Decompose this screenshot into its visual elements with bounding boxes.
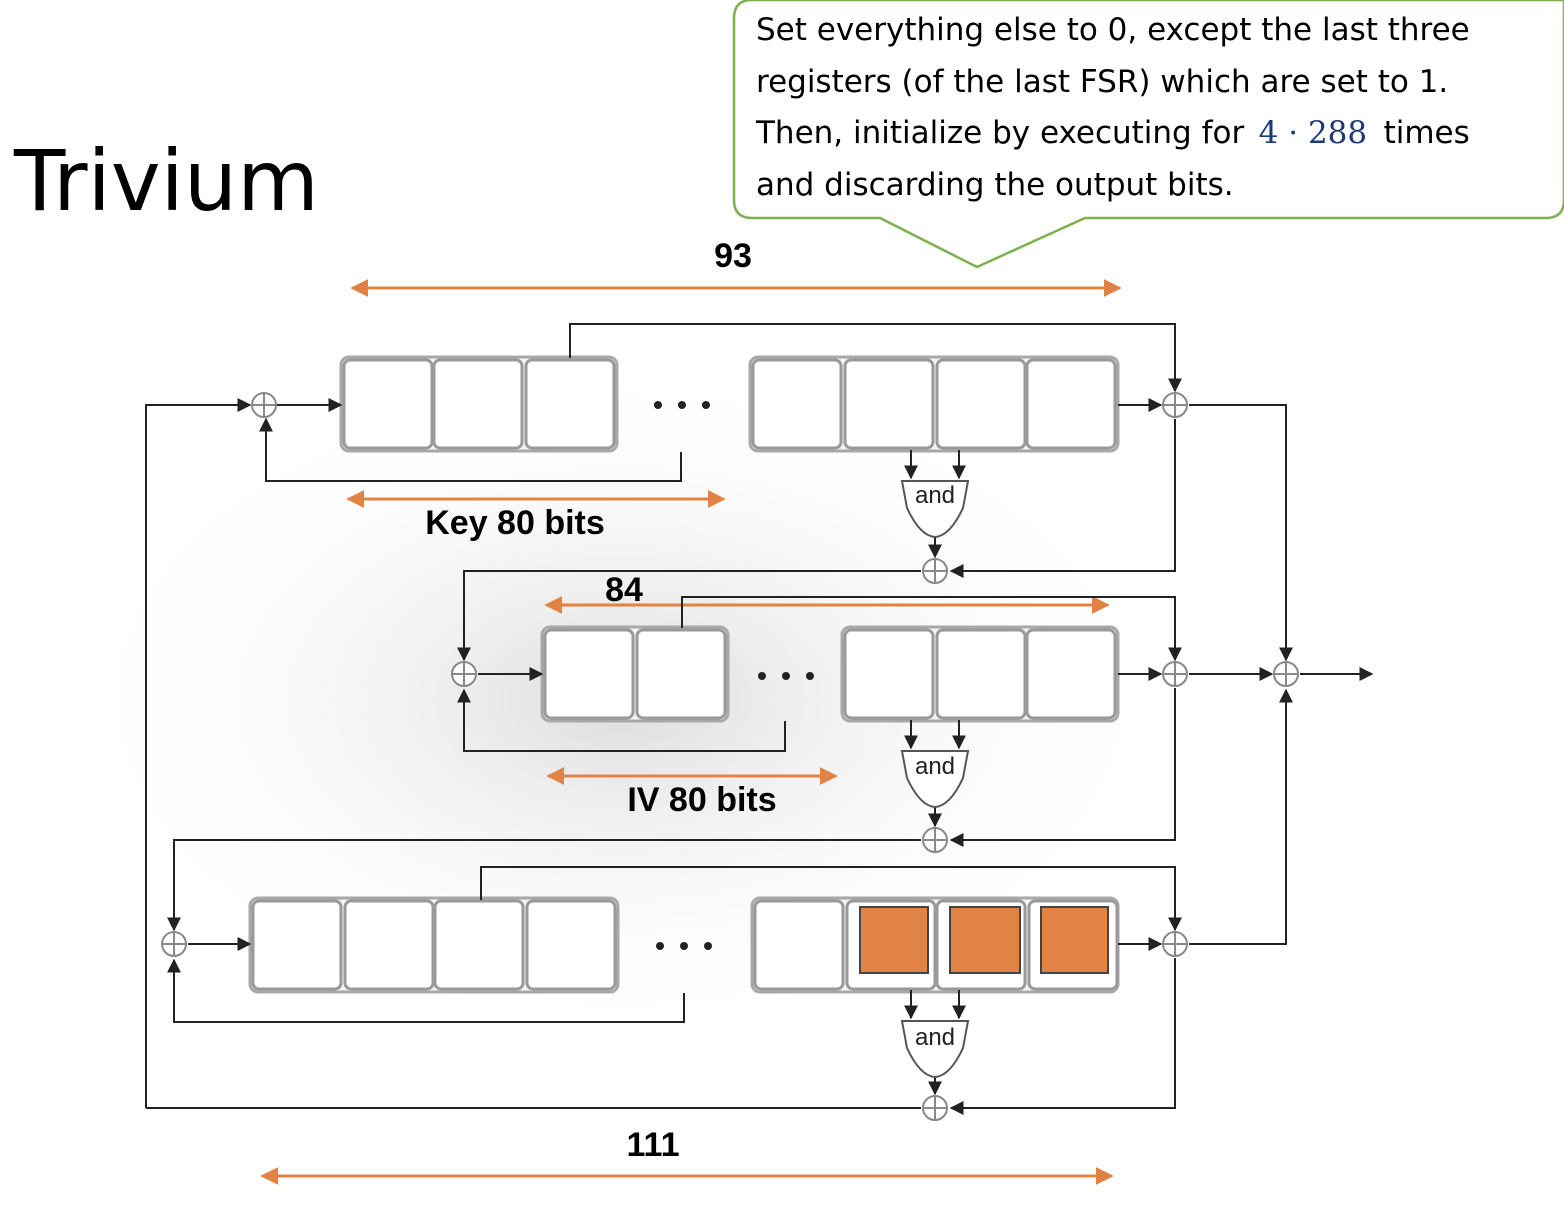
reg3-cell-3 (433, 899, 525, 991)
and-gate-2-label: and (915, 753, 955, 780)
xor-final-output (1273, 661, 1299, 687)
register-2 (540, 625, 1120, 723)
reg3-length-label: 111 (627, 1126, 680, 1164)
reg3-cell-4 (525, 899, 617, 991)
xor-reg1-input (251, 392, 277, 418)
register-1 (339, 355, 1120, 453)
callout-line-4: and discarding the output bits. (756, 167, 1234, 203)
callout-line-1: Set everything else to 0, except the las… (756, 12, 1470, 48)
and-gate-1-label: and (915, 482, 955, 509)
reg3-set-bit-1 (859, 906, 929, 974)
and-gate-2: and (900, 750, 970, 809)
reg1-length-label: 93 (714, 237, 752, 275)
register-3-wiring (146, 688, 1293, 1115)
reg1-cell-4 (751, 358, 843, 450)
reg2-cell-4 (935, 628, 1027, 720)
key-span-label: Key 80 bits (425, 504, 605, 542)
and-gate-3-label: and (915, 1024, 955, 1051)
xor-reg1-feedback (922, 558, 948, 584)
callout-line-3-prefix: Then, initialize by executing for (755, 115, 1244, 151)
callout-bubble (732, 0, 1564, 269)
register-3 (248, 896, 1120, 994)
xor-reg1-output (1162, 392, 1188, 418)
xor-reg2-feedback (922, 827, 948, 853)
reg3-ellipsis (656, 942, 712, 950)
callout-line-3: Then, initialize by executing for 4 · 28… (755, 115, 1470, 151)
reg2-cell-2 (635, 628, 727, 720)
callout-line-3-suffix: times (1384, 115, 1470, 151)
reg1-cell-6 (935, 358, 1027, 450)
reg2-cell-3 (843, 628, 935, 720)
reg1-cell-2 (432, 358, 524, 450)
reg1-cell-1 (342, 358, 434, 450)
reg3-cell-5 (753, 899, 845, 991)
register-2-wiring (167, 596, 1374, 932)
and-gate-3: and (900, 1020, 970, 1079)
register-1-wiring (145, 323, 1293, 1108)
callout-line-2: registers (of the last FSR) which are se… (756, 64, 1448, 100)
reg1-cell-3 (524, 358, 616, 450)
and-gate-1: and (900, 480, 970, 539)
reg1-cell-5 (843, 358, 935, 450)
xor-reg2-input (451, 661, 477, 687)
reg2-cell-1 (543, 628, 635, 720)
xor-reg3-output (1162, 931, 1188, 957)
reg2-length-label: 84 (605, 571, 643, 609)
reg1-ellipsis (654, 401, 710, 409)
xor-reg2-output (1162, 661, 1188, 687)
reg3-cell-1 (251, 899, 343, 991)
iv-span-label: IV 80 bits (627, 781, 776, 819)
page-title: Trivium (13, 132, 319, 230)
reg3-cell-2 (343, 899, 435, 991)
reg2-ellipsis (758, 672, 814, 680)
callout-math: 4 · 288 (1259, 115, 1367, 151)
reg2-cell-5 (1025, 628, 1117, 720)
xor-reg3-feedback (922, 1095, 948, 1121)
reg1-cell-7 (1025, 358, 1117, 450)
reg3-set-bit-3 (1040, 906, 1109, 974)
reg3-set-bit-2 (949, 906, 1021, 974)
xor-reg3-input (161, 931, 187, 957)
